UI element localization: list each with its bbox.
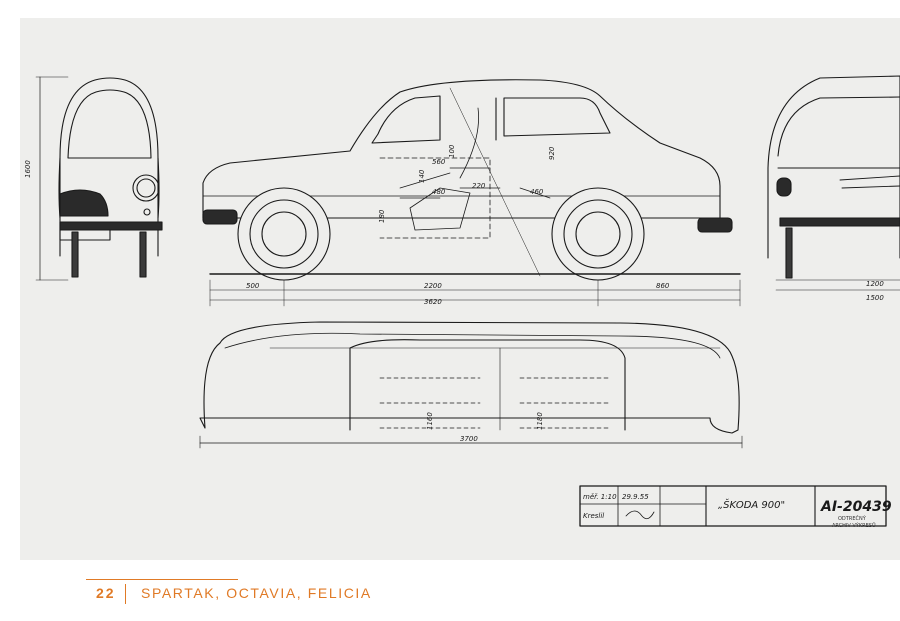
dim-seat-8: 480 xyxy=(432,188,446,196)
dim-seat-5: 560 xyxy=(432,158,446,166)
rear-view xyxy=(767,75,900,291)
tb-drawn-label: Kreslil xyxy=(583,512,604,520)
top-view xyxy=(199,321,743,449)
dim-width-1: 1160 xyxy=(426,412,434,430)
dim-overall-length: 3620 xyxy=(424,298,442,306)
title-block xyxy=(579,485,887,527)
tb-stamp-2: ARCHIV VÝKRESŮ xyxy=(832,522,876,529)
dim-seat-7: 100 xyxy=(448,144,456,158)
dim-seat-2: 140 xyxy=(418,169,426,183)
dim-height: 1600 xyxy=(24,160,32,178)
tb-model: „ŠKODA 900" xyxy=(718,498,785,511)
page-footer: 22 SPARTAK, OCTAVIA, FELICIA xyxy=(0,560,900,621)
dim-wheelbase: 2200 xyxy=(424,282,442,290)
dim-front-length: 500 xyxy=(246,282,260,290)
dim-width-2: 1180 xyxy=(536,412,544,430)
footer-separator xyxy=(125,584,126,604)
dim-seat-4: 460 xyxy=(530,188,544,196)
dim-rear-length: 860 xyxy=(656,282,670,290)
tb-date: 29.9.55 xyxy=(622,493,649,501)
tb-drawing-number: AI-20439 xyxy=(820,499,892,515)
tb-stamp-1: ODTREČNÝ xyxy=(838,515,867,522)
page-number: 22 xyxy=(96,585,116,601)
dim-seat-1: 180 xyxy=(378,209,386,223)
dim-rear-2: 1500 xyxy=(866,294,884,302)
side-view xyxy=(202,79,741,307)
dim-rear-1: 1200 xyxy=(866,280,884,288)
dim-seat-6: 920 xyxy=(548,146,556,160)
dim-top-length: 3700 xyxy=(460,435,478,443)
chapter-title: SPARTAK, OCTAVIA, FELICIA xyxy=(141,585,372,601)
technical-drawing: 1600 500 2200 3620 860 3700 1200 1500 18… xyxy=(24,75,900,529)
dim-seat-3: 220 xyxy=(472,182,486,190)
front-view xyxy=(35,76,163,281)
blueprint-sheet: 1600 500 2200 3620 860 3700 1200 1500 18… xyxy=(20,18,900,560)
tb-scale: měř. 1:10 xyxy=(583,493,617,501)
footer-rule xyxy=(86,579,238,580)
